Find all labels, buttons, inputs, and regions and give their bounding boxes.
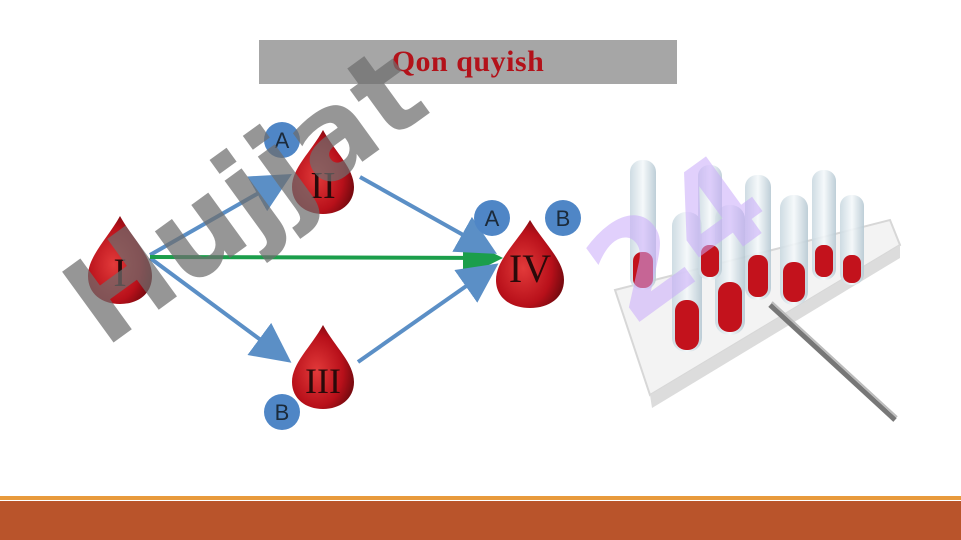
test-tube-rack-image	[613, 160, 902, 422]
test-tube	[812, 170, 836, 280]
test-tube	[780, 195, 808, 305]
pipette	[768, 303, 897, 422]
footer-accent-line	[0, 496, 961, 500]
antigen-a-label: A	[275, 128, 290, 153]
antigen-a-group-ii: A	[264, 122, 300, 158]
arrow-i-to-iv	[149, 237, 503, 278]
test-tube	[840, 195, 864, 285]
label-group-ii: II	[310, 165, 335, 207]
blood-drop-i: I	[88, 216, 152, 304]
antigen-a-group-iv: A	[474, 200, 510, 236]
antigen-b-label: B	[556, 206, 571, 231]
test-tube	[715, 205, 745, 335]
test-tube	[672, 212, 702, 352]
antigen-a-label: A	[485, 206, 500, 231]
arrow-i-to-ii	[149, 174, 292, 257]
label-group-iii: III	[305, 361, 341, 401]
test-tube	[630, 160, 656, 290]
antigen-b-label: B	[275, 400, 290, 425]
label-group-iv: IV	[509, 246, 551, 291]
antigen-b-group-iv: B	[545, 200, 581, 236]
blood-drop-iv: IV	[496, 220, 564, 308]
footer-bar	[0, 501, 961, 540]
test-tube	[698, 165, 722, 280]
blood-drop-ii: II	[292, 130, 354, 214]
blood-drop-iii: III	[292, 325, 354, 409]
test-tube	[745, 175, 771, 300]
antigen-b-group-iii: B	[264, 394, 300, 430]
arrow-iii-to-iv	[356, 263, 499, 364]
label-group-i: I	[113, 250, 126, 295]
arrow-i-to-iii	[148, 256, 292, 363]
title-bar: Qon quyish	[259, 40, 677, 84]
arrow-ii-to-iv	[359, 175, 497, 254]
page-title: Qon quyish	[391, 45, 545, 78]
